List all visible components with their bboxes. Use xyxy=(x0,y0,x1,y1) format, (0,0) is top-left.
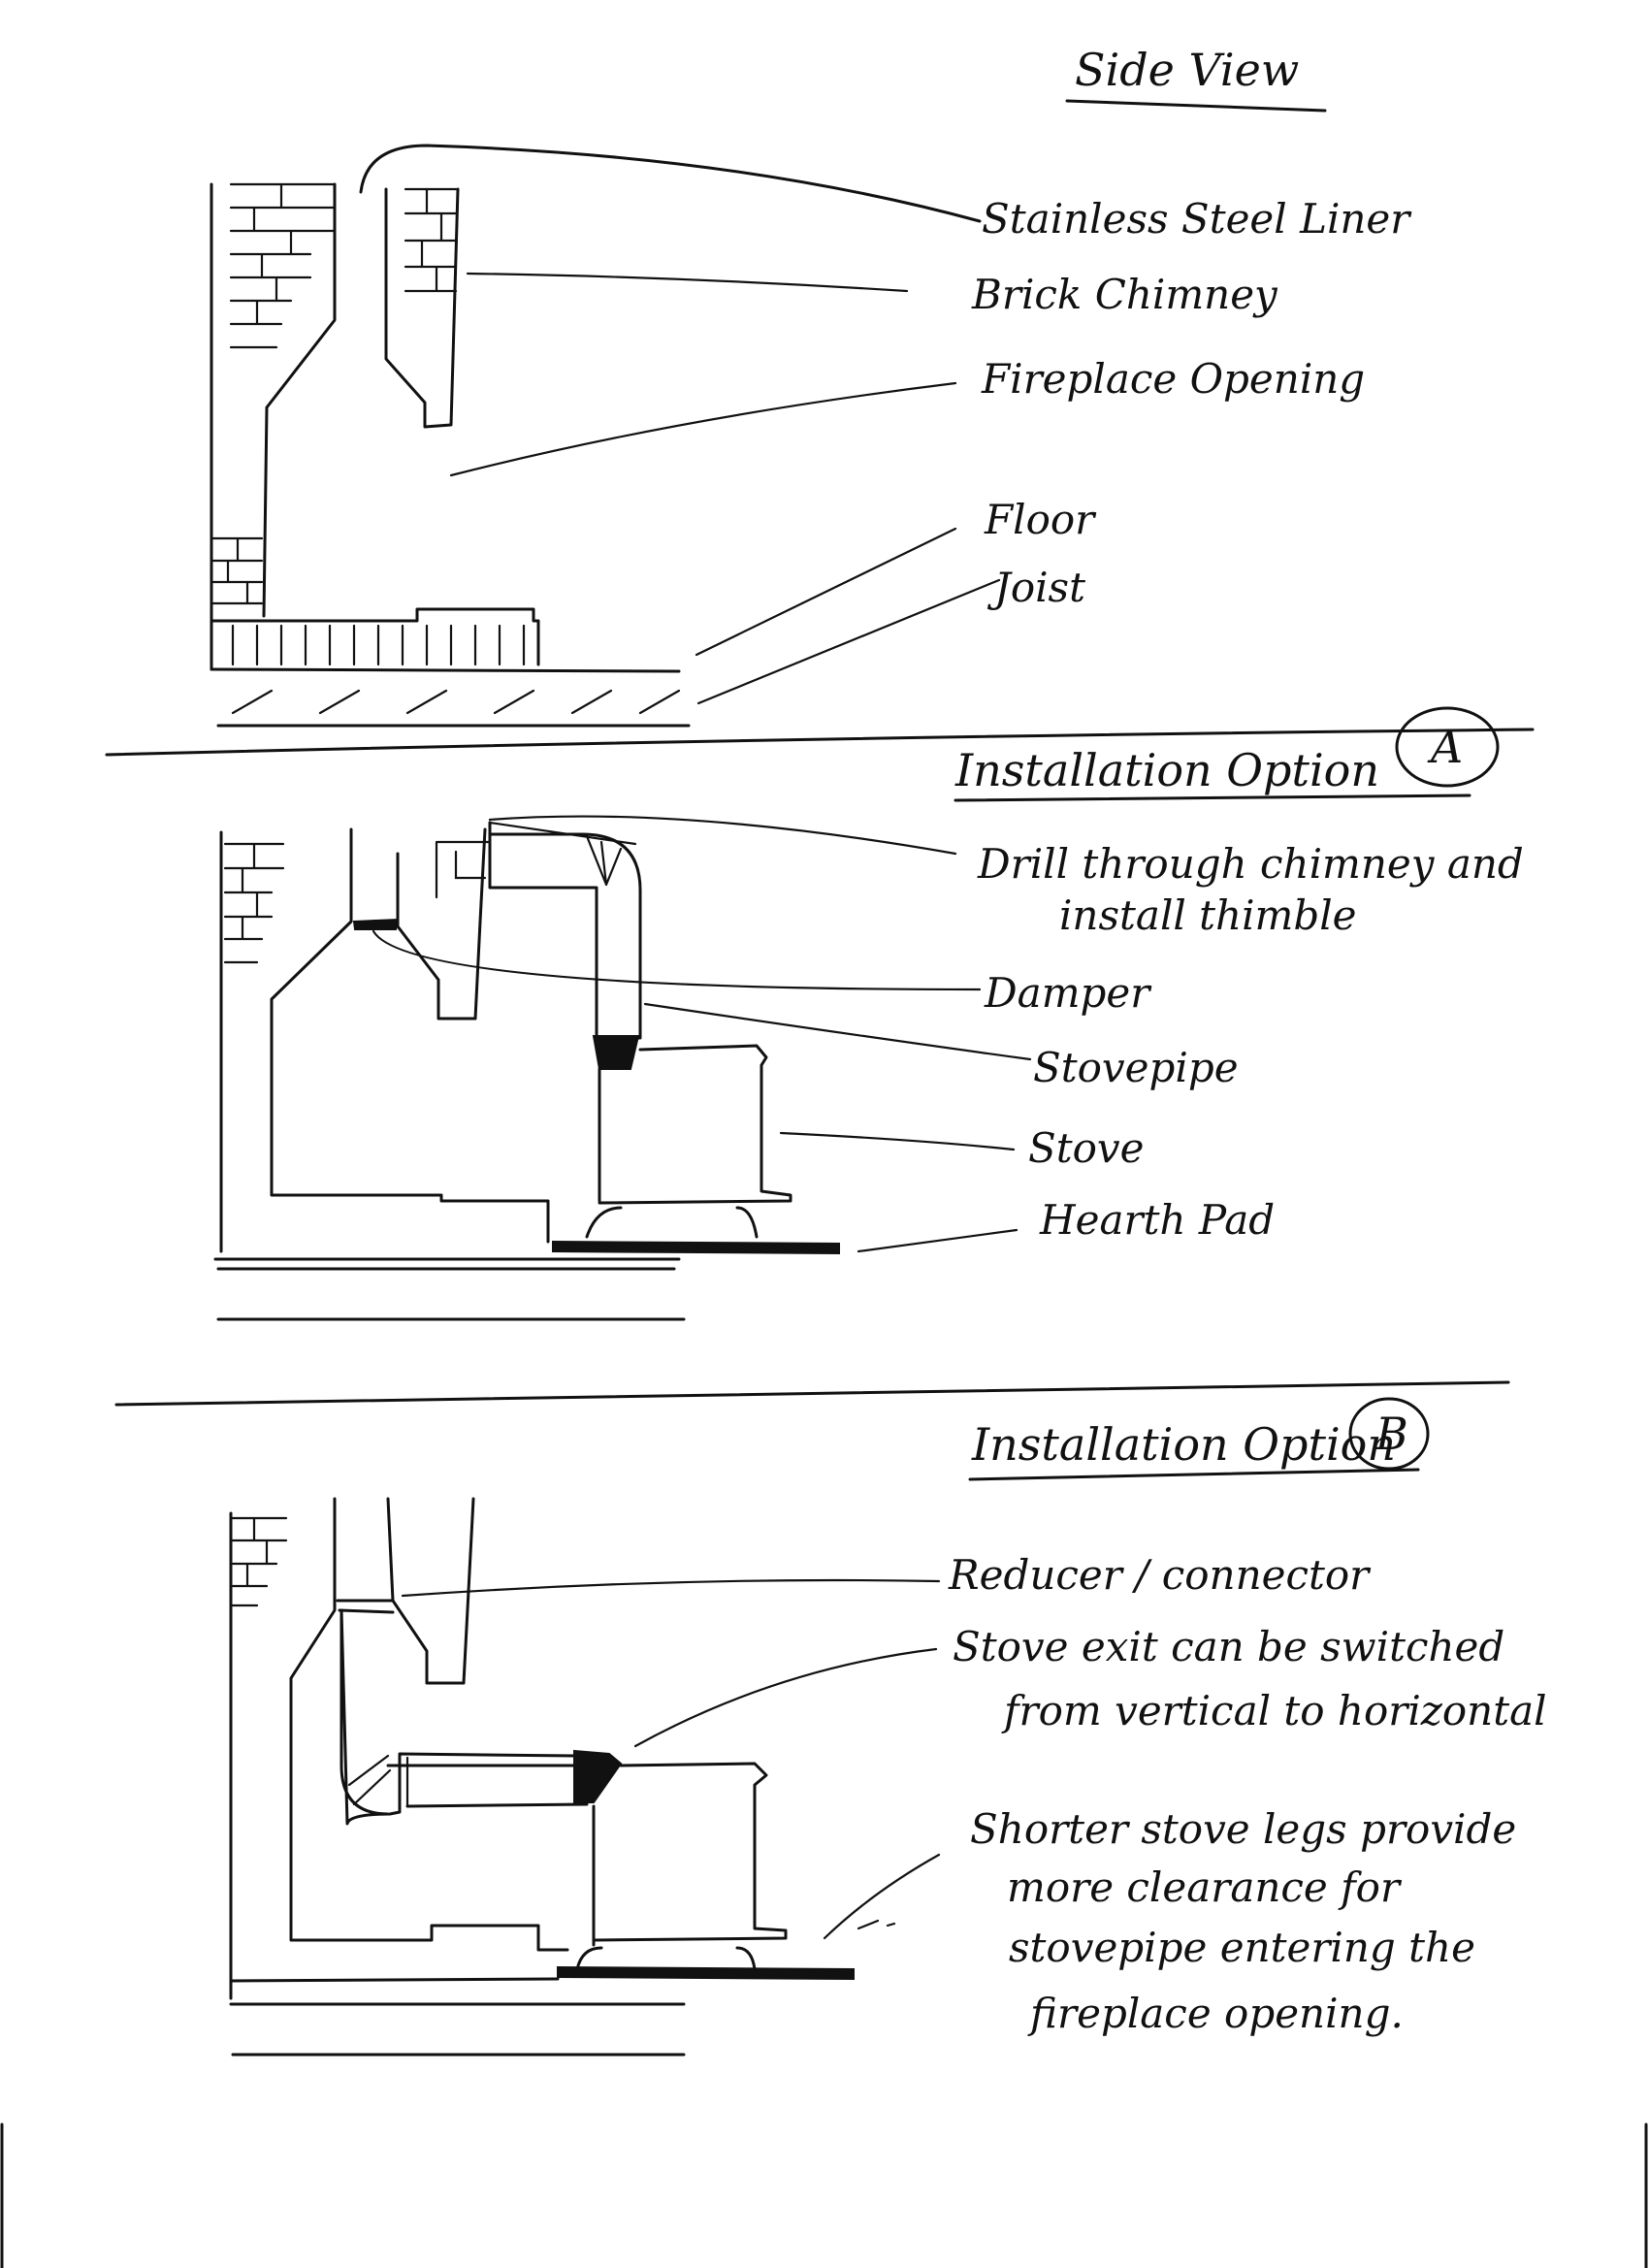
option-b-badge-circle xyxy=(1348,1397,1430,1471)
floor-line xyxy=(210,667,681,673)
hearth-pad-label: Hearth Pad xyxy=(1039,1196,1275,1244)
option-a-title-underline xyxy=(954,794,1471,802)
legs-leader-line xyxy=(823,1853,941,1940)
hearth-leader-line xyxy=(857,1228,1018,1253)
drill-label-line1: Drill through chimney and xyxy=(977,840,1524,888)
exit-label-line2: from vertical to horizontal xyxy=(1001,1687,1547,1734)
hearth-brick-joints xyxy=(231,624,526,666)
option-b-stovepipe xyxy=(340,1608,589,1826)
drill-label-line2: install thimble xyxy=(1059,891,1357,939)
joist-leader-line xyxy=(696,578,1001,705)
opening-leader-line xyxy=(449,381,957,477)
option-a-section: Installation Option A xyxy=(213,706,1524,1321)
brick-chimney-label: Brick Chimney xyxy=(971,271,1278,318)
option-b-reducer xyxy=(336,1599,395,1614)
chimney-bricks-left xyxy=(229,182,337,349)
option-a-badge-circle xyxy=(1395,706,1500,788)
option-a-damper xyxy=(352,918,400,930)
fireplace-opening-label: Fireplace Opening xyxy=(981,355,1365,403)
legs-label-line2: more clearance for xyxy=(1007,1863,1403,1911)
option-b-badge: B xyxy=(1374,1408,1408,1460)
option-a-elbow-lines xyxy=(488,821,637,887)
drill-leader-line xyxy=(488,815,957,856)
option-b-hearth-pad xyxy=(557,1965,855,1981)
stove-leader-line xyxy=(779,1131,1016,1151)
chimney-bricks-right xyxy=(404,187,458,293)
section-divider-1 xyxy=(105,728,1535,757)
option-a-thimble-bricks xyxy=(435,840,492,899)
option-a-stove-collar xyxy=(592,1035,640,1070)
option-b-drawing xyxy=(229,1497,941,2057)
option-b-elbow-lines xyxy=(347,1754,409,1808)
liner-leader-line xyxy=(359,144,982,223)
option-b-title: Installation Option xyxy=(971,1418,1396,1471)
legs-label-line4: fireplace opening. xyxy=(1027,1990,1404,2037)
reducer-label: Reducer / connector xyxy=(948,1551,1372,1599)
option-a-fireplace-outline xyxy=(270,827,550,1244)
flue-right-wall xyxy=(384,187,460,429)
hearth-outline xyxy=(210,607,540,666)
damper-label: Damper xyxy=(984,969,1152,1017)
legs-leader-dash xyxy=(857,1919,896,1930)
option-a-stove-body xyxy=(598,1044,792,1205)
option-a-badge: A xyxy=(1427,721,1463,773)
floor-label: Floor xyxy=(984,496,1097,543)
stove-label: Stove xyxy=(1028,1124,1145,1172)
flue-left-wall xyxy=(262,182,337,618)
option-b-title-underline xyxy=(968,1468,1420,1481)
option-a-stove-legs xyxy=(585,1206,759,1239)
option-a-flue-right xyxy=(396,827,487,1021)
stovepipe-leader-line xyxy=(643,1002,1032,1061)
option-b-section: Installation Option B R xyxy=(229,1397,1547,2057)
chimney-leader-line xyxy=(466,272,909,293)
joist-label: Joist xyxy=(986,564,1085,611)
option-a-floor-lines xyxy=(213,1257,681,1271)
side-view-title: Side View xyxy=(1075,44,1299,96)
option-a-title: Installation Option xyxy=(954,744,1379,796)
exit-label-line1: Stove exit can be switched xyxy=(953,1623,1504,1670)
joist-hatching xyxy=(231,689,681,715)
legs-label-line3: stovepipe entering the xyxy=(1009,1924,1475,1971)
damper-leader-line xyxy=(372,929,982,991)
chimney-bricks-lower xyxy=(211,536,264,605)
option-a-hearth-pad xyxy=(552,1240,840,1255)
option-a-bricks xyxy=(223,842,285,964)
exit-leader-line xyxy=(633,1647,938,1748)
option-b-bricks xyxy=(231,1516,288,1607)
stovepipe-label: Stovepipe xyxy=(1033,1044,1239,1091)
option-b-stove-legs xyxy=(575,1946,757,1971)
option-b-stove-collar xyxy=(573,1749,623,1803)
legs-label-line1: Shorter stove legs provide xyxy=(970,1805,1516,1853)
floor-leader-line xyxy=(695,527,957,657)
option-b-stove-body xyxy=(592,1762,788,1947)
section-divider-2 xyxy=(114,1380,1510,1407)
option-b-fireplace-outline xyxy=(289,1497,569,1952)
option-b-flue-right xyxy=(386,1497,475,1685)
reducer-leader-line xyxy=(401,1578,941,1598)
side-view-chimney-drawing xyxy=(210,144,1001,728)
side-view-section: Side View xyxy=(210,44,1412,728)
option-b-floor-lines xyxy=(229,1977,686,2006)
side-view-title-underline xyxy=(1065,99,1327,113)
stainless-steel-liner-label: Stainless Steel Liner xyxy=(982,195,1412,243)
option-a-drawing xyxy=(213,815,1032,1321)
